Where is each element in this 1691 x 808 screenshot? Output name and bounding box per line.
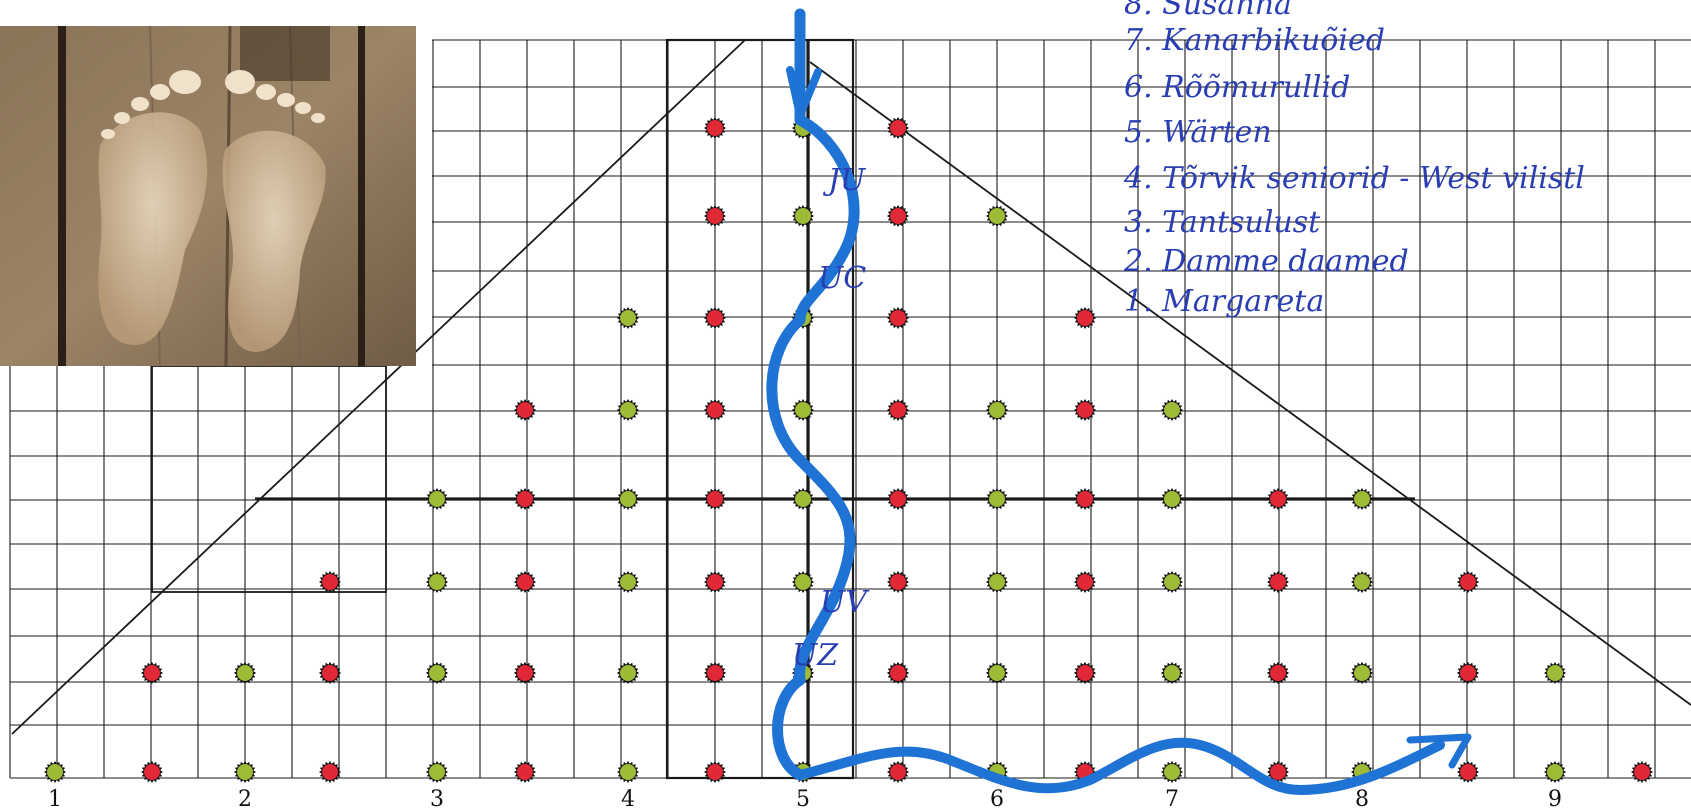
red-dancer-dot — [704, 488, 726, 510]
path-marker-label: UZ — [792, 638, 839, 673]
red-dancer-dot — [1074, 571, 1096, 593]
red-dancer-dot — [1074, 307, 1096, 329]
green-dancer-dot — [986, 205, 1008, 227]
green-dancer-dot — [617, 488, 639, 510]
red-dancer-dot — [704, 307, 726, 329]
red-dancer-dot — [704, 571, 726, 593]
red-dancer-dot — [514, 662, 536, 684]
green-dancer-dot — [1544, 761, 1566, 783]
red-dancer-dot — [141, 662, 163, 684]
green-dancer-dot — [986, 571, 1008, 593]
red-dancer-dot — [514, 761, 536, 783]
red-dancer-dot — [319, 662, 341, 684]
list-item: 4. Tõrvik seniorid - West vilistl — [1123, 161, 1585, 196]
list-item: 5. Wärten — [1124, 115, 1272, 150]
green-dancer-dot — [1351, 571, 1373, 593]
green-dancer-dot — [792, 571, 814, 593]
red-dancer-dot — [1074, 662, 1096, 684]
red-dancer-dot — [704, 662, 726, 684]
list-item: 6. Rõõmurullid — [1124, 70, 1350, 105]
left-block-box — [152, 366, 386, 592]
axis-number-2: 2 — [238, 787, 252, 808]
list-item: 1. Margareta — [1124, 284, 1324, 319]
red-dancer-dot — [704, 399, 726, 421]
red-dancer-dot — [887, 205, 909, 227]
green-dancer-dot — [1161, 488, 1183, 510]
red-dancer-dot — [141, 761, 163, 783]
axis-number-7: 7 — [1165, 787, 1179, 808]
red-dancer-dot — [1457, 761, 1479, 783]
red-dancer-dot — [1457, 662, 1479, 684]
green-dancer-dot — [617, 761, 639, 783]
right-diagonal — [810, 62, 1691, 705]
red-dancer-dot — [887, 307, 909, 329]
red-dancer-dot — [887, 662, 909, 684]
red-dancer-dot — [887, 571, 909, 593]
red-dancer-dot — [1267, 662, 1289, 684]
axis-number-1: 1 — [48, 787, 62, 808]
green-dancer-dot — [617, 662, 639, 684]
red-dancer-dot — [1074, 488, 1096, 510]
red-dancer-dot — [887, 488, 909, 510]
red-dancer-dot — [704, 117, 726, 139]
footprint-photo — [0, 26, 416, 366]
green-dancer-dot — [234, 662, 256, 684]
red-dancer-dot — [887, 399, 909, 421]
red-dancer-dot — [514, 488, 536, 510]
red-dancer-dot — [514, 571, 536, 593]
green-dancer-dot — [792, 399, 814, 421]
axis-number-3: 3 — [430, 787, 444, 808]
list-item: 7. Kanarbikuõied — [1124, 23, 1385, 58]
green-dancer-dot — [1161, 571, 1183, 593]
axis-number-6: 6 — [990, 787, 1004, 808]
green-dancer-dot — [986, 488, 1008, 510]
green-dancer-dot — [426, 571, 448, 593]
red-dancer-dot — [1267, 571, 1289, 593]
green-dancer-dot — [1161, 662, 1183, 684]
axis-number-4: 4 — [621, 787, 635, 808]
green-dancer-dot — [234, 761, 256, 783]
red-dancer-dot — [319, 571, 341, 593]
green-dancer-dot — [617, 399, 639, 421]
red-dancer-dot — [1631, 761, 1653, 783]
green-dancer-dot — [1351, 488, 1373, 510]
red-dancer-dot — [704, 761, 726, 783]
green-dancer-dot — [1161, 761, 1183, 783]
green-dancer-dot — [1161, 399, 1183, 421]
green-dancer-dot — [1544, 662, 1566, 684]
red-dancer-dot — [1457, 571, 1479, 593]
green-dancer-dot — [426, 761, 448, 783]
axis-number-9: 9 — [1548, 787, 1562, 808]
path-marker-label: UV — [820, 585, 870, 620]
red-dancer-dot — [1267, 488, 1289, 510]
axis-number-8: 8 — [1355, 787, 1369, 808]
red-dancer-dot — [704, 205, 726, 227]
green-dancer-dot — [986, 399, 1008, 421]
green-dancer-dot — [1351, 662, 1373, 684]
green-dancer-dot — [426, 662, 448, 684]
green-dancer-dot — [792, 488, 814, 510]
green-dancer-dot — [792, 205, 814, 227]
green-dancer-dot — [44, 761, 66, 783]
green-dancer-dot — [617, 307, 639, 329]
red-dancer-dot — [319, 761, 341, 783]
green-dancer-dot — [426, 488, 448, 510]
axis-number-5: 5 — [796, 787, 810, 808]
green-dancer-dot — [617, 571, 639, 593]
path-marker-label: UC — [818, 261, 866, 296]
red-dancer-dot — [1074, 399, 1096, 421]
green-dancer-dot — [986, 662, 1008, 684]
red-dancer-dot — [514, 399, 536, 421]
path-marker-label: JU — [822, 163, 867, 198]
red-dancer-dot — [887, 117, 909, 139]
list-item: 2. Damme daamed — [1123, 244, 1409, 279]
red-dancer-dot — [887, 761, 909, 783]
list-item: 3. Tantsulust — [1124, 205, 1321, 240]
list-item: 8. Susanna — [1124, 0, 1292, 22]
